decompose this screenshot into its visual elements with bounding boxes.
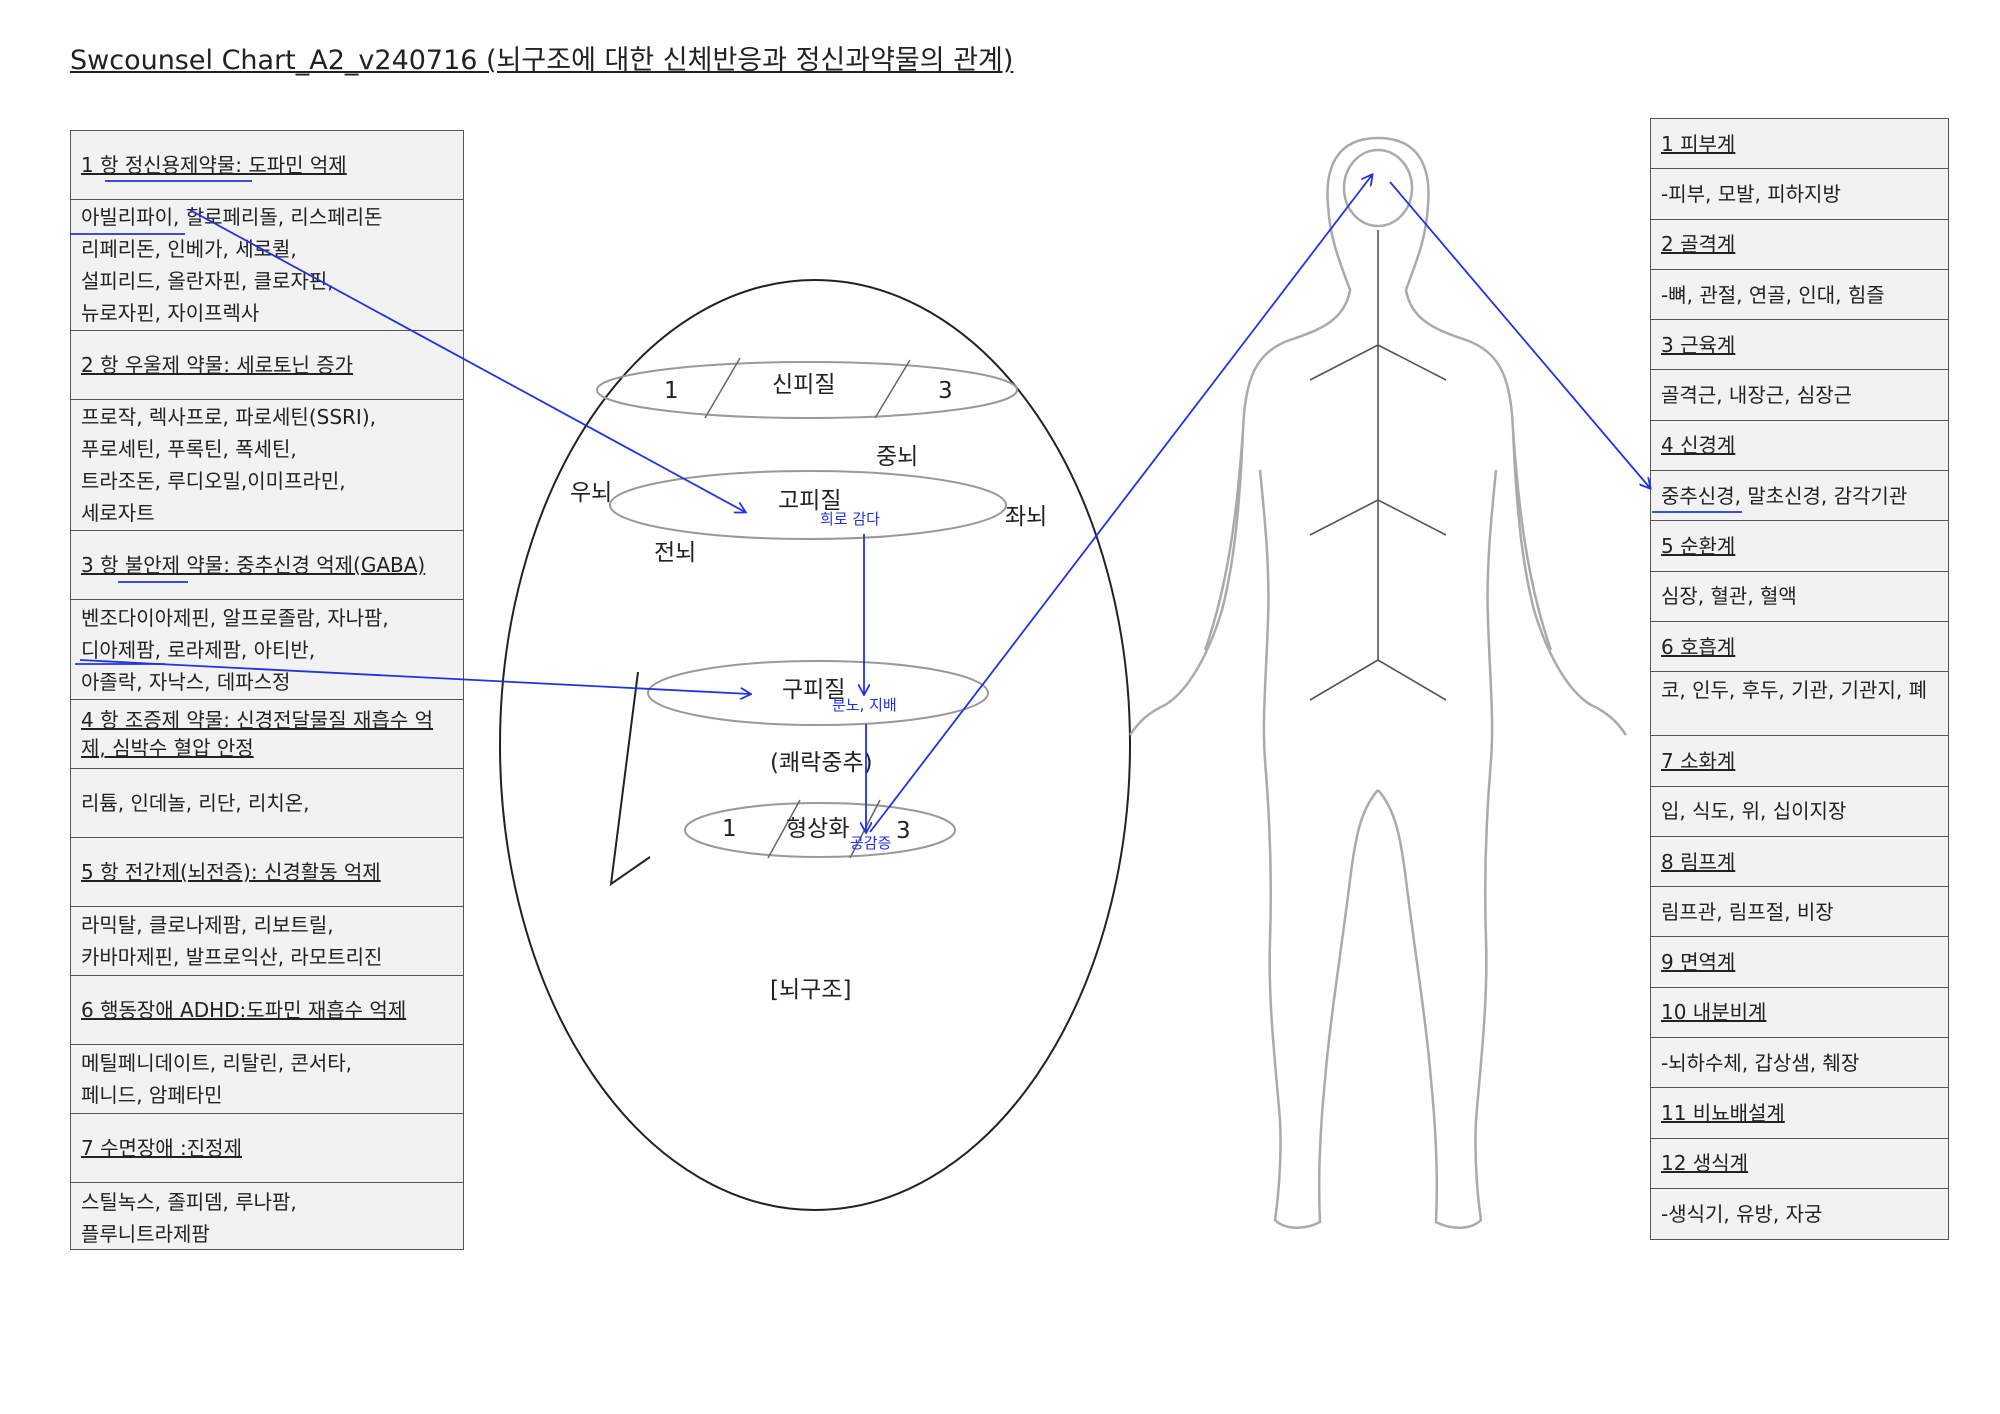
angle-stroke [609,671,651,887]
system-7-detail: 입, 식도, 위, 십이지장 [1651,787,1948,837]
layer-archicortex: 구피질 [647,660,989,726]
drug-group-7-head: 7 수면장애 :진정제 [71,1114,463,1183]
system-11-head: 11 비뇨배설계 [1651,1088,1948,1139]
drug-group-3-list: 벤조다이아제핀, 알프로졸람, 자나팜, 디아제팜, 로라제팜, 아티반, 아졸… [71,600,463,700]
drug-group-5-head: 5 항 전간제(뇌전증): 신경활동 억제 [71,838,463,907]
drug-group-2-list: 프로작, 렉사프로, 파로세틴(SSRI), 푸로세틴, 푸록틴, 폭세틴, 트… [71,400,463,531]
layer-imaging: 1 형상화 3 [684,799,956,859]
system-4-detail: 중추신경, 말초신경, 감각기관 [1651,471,1948,522]
system-3-detail: 골격근, 내장근, 심장근 [1651,370,1948,421]
system-7-head: 7 소화계 [1651,736,1948,787]
system-1-head: 1 피부계 [1651,119,1948,170]
head-ellipse [1342,148,1414,228]
layer-archicortex-label: 구피질 [782,677,845,703]
layer-neocortex-label: 신피질 [772,372,835,398]
system-12-head: 12 생식계 [1651,1139,1948,1189]
system-8-head: 8 림프계 [1651,837,1948,888]
layer-neocortex-num3: 3 [938,378,953,404]
layer-neocortex: 1 신피질 3 [596,357,1018,419]
system-6-head: 6 호흡계 [1651,622,1948,673]
layer-imaging-label: 형상화 [786,816,849,842]
drug-group-1-head: 1 항 정신용제약물: 도파민 억제 [71,131,463,200]
layer-neocortex-num1: 1 [664,378,679,404]
note-empathy: 공감증 [850,834,891,852]
drug-group-1-list: 아빌리파이, 할로페리돌, 리스페리돈 리페리돈, 인베가, 세로퀼, 설피리드… [71,200,463,331]
system-4-head: 4 신경계 [1651,421,1948,472]
note-anger: 분노, 지배 [832,696,897,714]
system-10-detail: -뇌하수체, 갑상샘, 췌장 [1651,1038,1948,1089]
page-title: Swcounsel Chart_A2_v240716 (뇌구조에 대한 신체반응… [70,45,1014,76]
drug-table: 1 항 정신용제약물: 도파민 억제 아빌리파이, 할로페리돌, 리스페리돈 리… [70,130,464,1250]
fore-brain-label: 전뇌 [654,540,696,566]
system-1-detail: -피부, 모발, 피하지방 [1651,169,1948,220]
drug-group-7-list: 스틸녹스, 졸피뎀, 루나팜, 플루니트라제팜 [81,1189,297,1246]
brain-caption: [뇌구조] [770,977,851,1003]
system-9-head: 9 면역계 [1651,937,1948,988]
left-brain-label: 좌뇌 [1005,504,1047,530]
layer-imaging-num1: 1 [722,816,737,842]
drug-group-4-head: 4 항 조증제 약물: 신경전달물질 재흡수 억제, 심박수 혈압 안정 [71,700,463,769]
brain-outline [499,279,1131,1211]
system-2-head: 2 골격계 [1651,220,1948,270]
layer-paleocortex-label: 고피질 [778,488,841,514]
system-3-head: 3 근육계 [1651,320,1948,371]
system-12-detail: -생식기, 유방, 자궁 [1661,1202,1823,1227]
drug-group-4-list: 리튬, 인데놀, 리단, 리치온, [71,769,463,838]
human-body-figure [1128,136,1628,1229]
drug-group-6-head: 6 행동장애 ADHD:도파민 재흡수 억제 [71,976,463,1045]
drug-group-6-list: 메틸페니데이트, 리탈린, 콘서타, 페니드, 암페타민 [71,1045,463,1114]
system-8-detail: 림프관, 림프절, 비장 [1651,887,1948,938]
drug-group-5-list: 라믹탈, 클로나제팜, 리보트릴, 카바마제핀, 발프로익산, 라모트리진 [71,907,463,976]
system-5-head: 5 순환계 [1651,521,1948,572]
layer-imaging-num3: 3 [896,818,911,844]
drug-group-2-head: 2 항 우울제 약물: 세로토닌 증가 [71,331,463,400]
pleasure-center-label: (쾌락중추) [770,750,873,776]
system-6-detail: 코, 인두, 후두, 기관, 기관지, 폐 [1651,672,1948,737]
body-systems-table: 1 피부계 -피부, 모발, 피하지방 2 골격계 -뼈, 관절, 연골, 인대… [1650,118,1949,1240]
layer-paleocortex: 고피질 [609,470,1007,540]
note-emotion: 희로 감다 [820,510,880,528]
system-5-detail: 심장, 혈관, 혈액 [1651,572,1948,622]
drug-group-3-head: 3 항 불안제 약물: 중추신경 억제(GABA) [71,531,463,600]
system-2-detail: -뼈, 관절, 연골, 인대, 힘즐 [1651,270,1948,321]
system-10-head: 10 내분비계 [1651,988,1948,1039]
right-brain-label: 우뇌 [570,480,612,506]
mid-brain-label: 중뇌 [876,444,918,470]
